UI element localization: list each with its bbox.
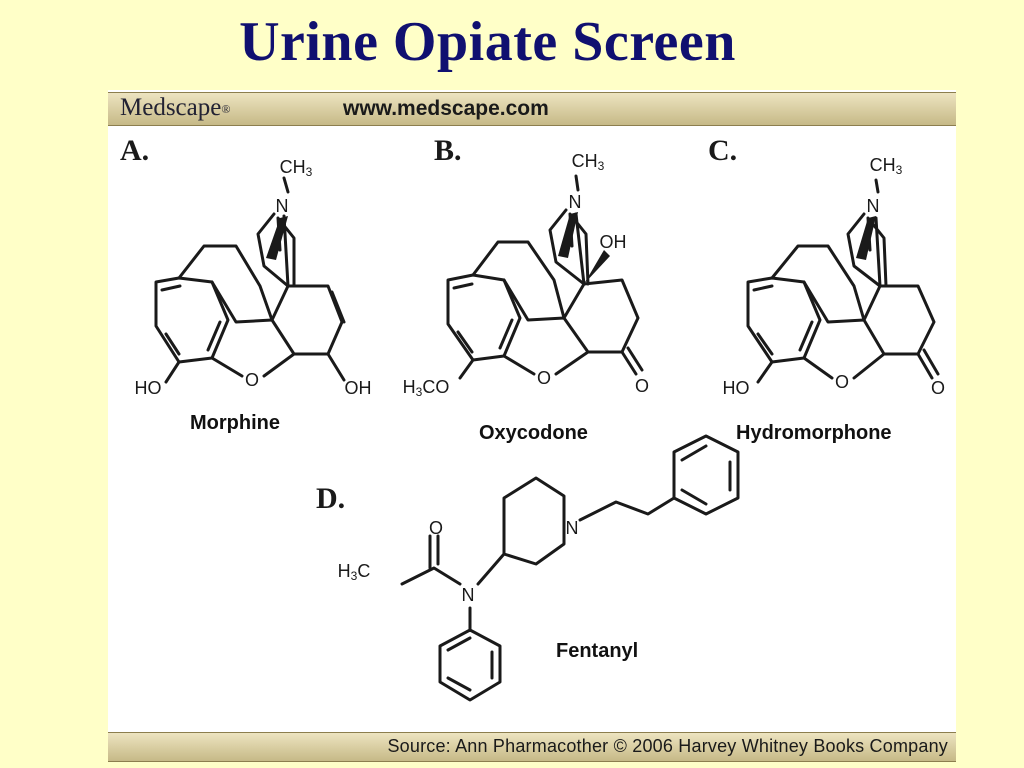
morphine-aromatic-double-bonds xyxy=(160,284,222,356)
morphine-c-ring xyxy=(210,280,344,356)
oxycodone-ketone-bond xyxy=(620,346,644,376)
morphine-n-methyl-piperidine xyxy=(256,176,290,288)
source-citation: Source: Ann Pharmacother © 2006 Harvey W… xyxy=(387,736,948,756)
hydromorphone-ether-bridge xyxy=(802,352,886,380)
fentanyl-phenyl-ring-top-double-bonds xyxy=(680,444,732,506)
panel-letter-a: A. xyxy=(120,134,150,167)
oxycodone-aromatic-ring xyxy=(446,273,522,362)
hydromorphone-n-methyl-piperidine xyxy=(846,178,882,288)
oxycodone-n-methyl-piperidine xyxy=(548,174,586,286)
morphine-ether-bridge xyxy=(210,352,296,378)
panel-letter-d: D. xyxy=(316,482,346,515)
atom-label-ho: HO xyxy=(722,378,750,398)
oxycodone-methoxy-bond xyxy=(458,358,475,380)
atom-label-ch3: CH3 xyxy=(571,151,605,173)
oxycodone-upper-bridge xyxy=(471,240,566,320)
structures-figure: Medscape® www.medscape.com A. B. C. D. M… xyxy=(108,90,956,762)
header-band: Medscape® www.medscape.com xyxy=(108,92,956,126)
atom-label-n: N xyxy=(461,585,475,605)
atom-label-o: O xyxy=(834,372,850,392)
footer-band: Source: Ann Pharmacother © 2006 Harvey W… xyxy=(108,732,956,762)
atom-label-n: N xyxy=(275,196,289,216)
atom-label-o: O xyxy=(428,518,444,538)
morphine-hydroxyl-bonds xyxy=(164,352,346,384)
drug-name-hydromorphone: Hydromorphone xyxy=(736,422,892,444)
fentanyl-phenyl-ring-bottom xyxy=(438,628,502,702)
hydromorphone-upper-bridge xyxy=(770,244,866,322)
hydromorphone-hydroxyl-bond xyxy=(756,360,774,384)
site-url: www.medscape.com xyxy=(343,97,549,120)
fentanyl-phenyl-ring-bottom-double-bonds xyxy=(446,636,494,692)
hydromorphone-ketone-bond xyxy=(916,348,940,380)
atom-label-oh: OH xyxy=(344,378,372,398)
morphine-upper-bridge xyxy=(177,244,274,322)
morphine-c-ring-double-bond xyxy=(330,290,346,324)
oxycodone-hydroxyl-wedge xyxy=(584,250,610,284)
fentanyl-amide-n-bond xyxy=(476,552,506,586)
fentanyl-carbonyl-bond xyxy=(428,534,440,570)
morphine-wedge-bond xyxy=(266,216,288,260)
atom-label-ho: HO xyxy=(134,378,162,398)
panel-letter-c: C. xyxy=(708,134,738,167)
bond-lines xyxy=(154,174,940,702)
atom-label-ch3: CH3 xyxy=(279,157,313,179)
fentanyl-phenethyl-chain xyxy=(578,496,676,522)
oxycodone-wedge-bond xyxy=(558,212,578,258)
atom-label-h3c: H3C xyxy=(337,561,371,583)
atom-label-ch3: CH3 xyxy=(869,155,903,177)
hydromorphone-c-ring xyxy=(802,280,936,356)
oxycodone-ether-bridge xyxy=(502,350,590,376)
atom-label-h3co: H3CO xyxy=(402,377,450,399)
oxycodone-c-ring xyxy=(502,278,640,354)
atom-label-n: N xyxy=(565,518,579,538)
slide-title: Urine Opiate Screen xyxy=(239,11,736,73)
drug-name-morphine: Morphine xyxy=(190,412,280,434)
panel-letter-b: B. xyxy=(434,134,462,167)
fentanyl-amide-chain xyxy=(400,566,462,586)
atom-label-o: O xyxy=(536,368,552,388)
structures-drawing xyxy=(154,174,940,702)
atom-label-o: O xyxy=(634,376,650,396)
fentanyl-piperidine-ring xyxy=(502,476,566,566)
morphine-aromatic-ring xyxy=(154,276,230,364)
hydromorphone-aromatic-double-bonds xyxy=(752,284,814,356)
atom-label-n: N xyxy=(866,196,880,216)
hydromorphone-wedge-bond xyxy=(856,216,876,260)
atom-label-o: O xyxy=(244,370,260,390)
fentanyl-phenyl-ring-top xyxy=(672,434,740,516)
oxycodone-aromatic-double-bonds xyxy=(452,282,514,354)
drug-name-fentanyl: Fentanyl xyxy=(556,640,639,662)
medscape-logo: Medscape® xyxy=(120,94,231,121)
atom-label-o: O xyxy=(930,378,946,398)
atom-label-n: N xyxy=(568,192,582,212)
drug-name-oxycodone: Oxycodone xyxy=(479,422,588,444)
atom-label-oh: OH xyxy=(599,232,627,252)
wedge-bonds xyxy=(266,212,876,284)
hydromorphone-aromatic-ring xyxy=(746,276,822,364)
